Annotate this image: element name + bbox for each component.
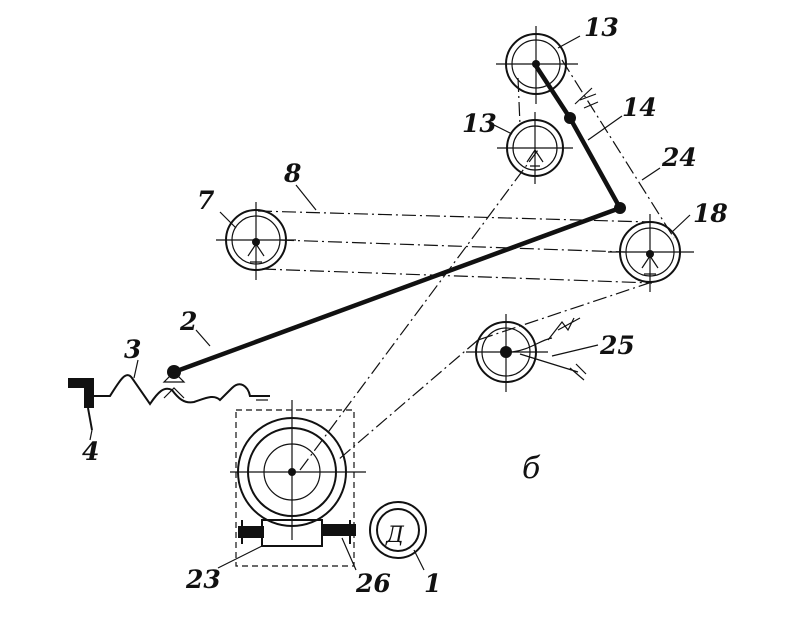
pulley-25	[466, 314, 587, 392]
leader-lines	[89, 35, 691, 571]
label-7: 7	[197, 186, 215, 215]
label-1: 1	[424, 569, 441, 598]
motor-symbol: Д	[385, 523, 405, 548]
label-4: 4	[82, 437, 99, 466]
belt-8-lower	[261, 268, 653, 284]
label-26: 26	[355, 569, 391, 598]
drive-pulley	[230, 400, 366, 567]
label-2: 2	[179, 307, 197, 336]
pulley-13-lower	[497, 112, 573, 184]
label-24: 24	[661, 143, 697, 172]
belt-24-lower	[477, 281, 653, 341]
label-13-lower: 13	[462, 109, 497, 138]
label-8: 8	[283, 159, 301, 188]
handle-4	[68, 378, 94, 431]
pulley-7	[216, 202, 296, 280]
belt-24-right	[561, 59, 675, 239]
labels: 7 8 13 13 14 24 18 25 2 3 4 23 26 1 б	[82, 13, 728, 598]
label-18: 18	[693, 199, 728, 228]
pulley-13-top	[496, 26, 578, 104]
crank-3	[92, 371, 270, 406]
label-3: 3	[124, 335, 141, 364]
belt-24-return	[299, 149, 539, 471]
label-14: 14	[622, 93, 657, 122]
belt-13-link	[517, 77, 521, 126]
panel-letter: б	[522, 451, 541, 486]
belt-25-drive	[337, 339, 479, 461]
label-13-top: 13	[584, 13, 619, 42]
belt-8-upper	[257, 210, 651, 223]
label-25: 25	[599, 331, 635, 360]
belts	[257, 59, 675, 471]
pulley-18	[608, 214, 694, 292]
rod-2	[167, 205, 621, 379]
label-23: 23	[185, 565, 221, 594]
lever-14	[534, 64, 626, 214]
motor-1: Д	[369, 501, 427, 559]
belt-8-mid	[279, 239, 626, 253]
